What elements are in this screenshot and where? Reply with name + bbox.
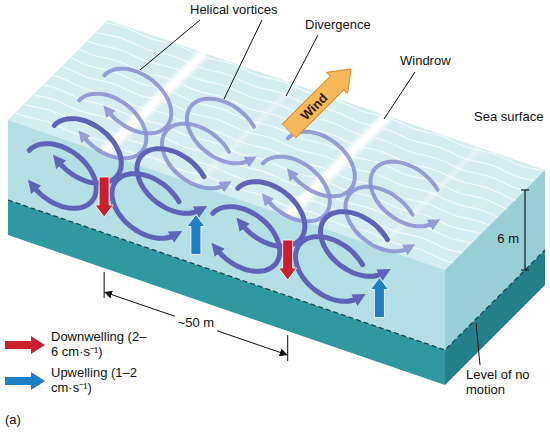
vortex-label: Helical vortices — [190, 3, 277, 18]
vortex-ring — [371, 162, 438, 227]
windrow-foam — [104, 53, 204, 153]
vortex-ring — [29, 144, 96, 209]
vortex-ring — [263, 157, 330, 222]
legend-text: Upwelling (1–2 cm·s⁻¹) — [51, 366, 147, 396]
leader-line — [384, 72, 415, 119]
extension-line — [104, 272, 105, 298]
surface-ripples — [16, 23, 543, 263]
windrow-line — [104, 53, 204, 153]
leader-line — [140, 20, 200, 70]
divergence-label: Divergence — [305, 18, 371, 33]
level-label: Level of no motion — [466, 368, 546, 398]
side-deep-layer — [445, 250, 545, 385]
panel-letter: (a) — [5, 413, 21, 428]
dimension-6m — [521, 190, 529, 270]
windrow-label: Windrow — [400, 54, 451, 69]
vortex-ring — [321, 212, 388, 277]
legend: Downwelling (2–6 cm·s⁻¹) Upwelling (1–2 c… — [5, 330, 147, 402]
legend-text: Downwelling (2–6 cm·s⁻¹) — [51, 330, 147, 360]
no-motion-line — [8, 200, 545, 350]
vortex-ring — [296, 237, 363, 302]
vortex-ring — [346, 187, 413, 252]
downwelling-arrow — [279, 240, 297, 280]
legend-arrow — [5, 336, 45, 354]
vortex-ring — [162, 124, 229, 189]
vortex-ring — [238, 182, 305, 247]
dimension-label: 6 m — [497, 232, 519, 247]
dimension-label: ~50 m — [175, 316, 218, 331]
sea-block — [8, 20, 545, 385]
legend-arrow-shape — [5, 372, 45, 390]
downwelling-arrow — [95, 177, 113, 217]
bracket-tick — [521, 189, 529, 190]
legend-row: Downwelling (2–6 cm·s⁻¹) — [5, 330, 147, 360]
bracket-line — [524, 190, 525, 270]
wind-arrow-body — [278, 58, 361, 141]
vortex-ring — [213, 207, 280, 272]
vortex-ring — [112, 174, 179, 239]
surface-label: Sea surface — [474, 110, 543, 125]
upwelling-arrow — [187, 215, 205, 255]
leader-line — [224, 20, 262, 99]
helical-vortices — [29, 69, 437, 302]
dimension-50m — [104, 272, 288, 361]
vortex-ring — [54, 119, 121, 184]
legend-row: Upwelling (1–2 cm·s⁻¹) — [5, 366, 147, 396]
legend-arrow-shape — [5, 336, 45, 354]
extension-line — [287, 335, 288, 361]
legend-arrow — [5, 372, 45, 390]
leader-line — [286, 35, 318, 96]
front-deep-layer — [8, 200, 445, 385]
bracket-tick — [521, 269, 529, 270]
vortex-ring — [288, 132, 355, 197]
vortex-ring — [187, 99, 254, 164]
vortex-ring — [137, 149, 204, 214]
vortex-ring — [104, 69, 171, 134]
leader-line — [476, 323, 480, 365]
vortex-ring — [79, 94, 146, 159]
dimension-line — [104, 292, 288, 355]
upwelling-arrow — [370, 278, 388, 318]
